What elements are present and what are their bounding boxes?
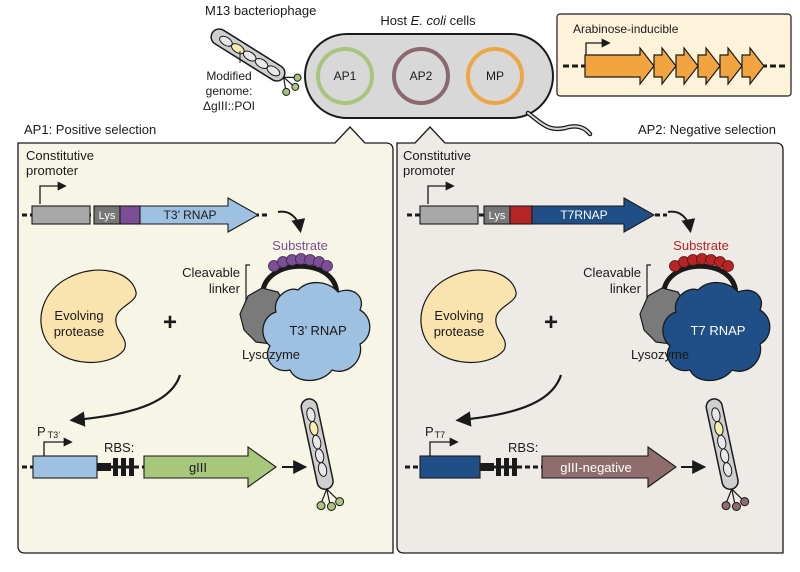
genome-label-line2: genome: <box>206 84 253 98</box>
ap1-substrate-label: Substrate <box>272 238 328 253</box>
genome-label-line1: Modified <box>206 69 251 83</box>
ap2-linker-line1: Cleavable <box>583 265 641 280</box>
ap2-expression-arrow <box>667 210 696 234</box>
ap1-linker-line1: Cleavable <box>182 265 240 280</box>
ap1-rbs-label: RBS: <box>104 440 134 455</box>
plasmid-mp-label: MP <box>486 69 504 83</box>
ap2-protease-line2: protease <box>434 324 485 339</box>
ap2-rnap-protein-shape <box>662 282 771 382</box>
ap1-title: AP1: Positive selection <box>24 122 156 137</box>
ap2-rnap-construct <box>407 181 667 233</box>
ap2-promoter-line1: Constitutive <box>403 148 471 163</box>
m13-phage-icon <box>210 28 302 96</box>
ap2-rnap-protein-label: T7 RNAP <box>691 323 746 338</box>
ap2-protease-shape <box>420 269 517 364</box>
ap2-title: AP2: Negative selection <box>638 122 776 137</box>
ap2-gIII-negative-construct <box>405 437 677 489</box>
ap1-lysozyme-label: Lysozyme <box>242 347 300 362</box>
ap1-protease-line2: protease <box>54 324 105 339</box>
plasmid-ap2-label: AP2 <box>410 69 433 83</box>
ap1-activation-arrow <box>69 374 182 427</box>
phage-label: M13 bacteriophage <box>205 3 316 18</box>
genome-label-line3: ΔgIII::POI <box>203 99 255 113</box>
plasmid-ap1-label: AP1 <box>334 69 357 83</box>
ap2-substrate-beads <box>669 253 734 272</box>
ap1-expression-arrow <box>277 210 306 234</box>
plasmid-mp <box>466 47 524 105</box>
ap1-lys-label: Lys <box>99 210 116 222</box>
ap1-progeny-phage-icon <box>300 398 345 511</box>
ap1-promoter-line2: promoter <box>26 163 79 178</box>
ap2-linker-line2: linker <box>610 281 642 296</box>
ap1-protease-line1: Evolving <box>54 308 103 323</box>
ap2-linker <box>661 263 739 301</box>
ap2-lysozyme-label: Lysozyme <box>631 347 689 362</box>
ap1-plus-sign: + <box>163 309 177 336</box>
ap2-activation-arrow <box>455 374 563 427</box>
ap1-linker-line2: linker <box>209 281 241 296</box>
ap2-progeny-phage-icon <box>705 398 750 511</box>
ap1-substrate-beads <box>268 253 333 272</box>
ap2-protease-line1: Evolving <box>434 308 483 323</box>
ap2-plus-sign: + <box>544 309 558 336</box>
ap2-lys-label: Lys <box>489 210 506 222</box>
ap1-promoter-line1: Constitutive <box>26 148 94 163</box>
host-cell <box>304 33 554 119</box>
ap2-gIII-negative-label: gIII-negative <box>560 460 632 475</box>
ap1-rnap-protein-label: T3’ RNAP <box>289 323 346 338</box>
ap2-promoter-line2: promoter <box>403 163 456 178</box>
ap1-protease-shape <box>40 269 137 364</box>
ap1-rnap-construct <box>22 181 268 233</box>
ap2-promoter-p: PT7 <box>425 424 445 440</box>
plasmid-ap2 <box>392 47 450 105</box>
ap1-gIII-construct <box>22 437 277 489</box>
plasmid-ap1 <box>316 47 374 105</box>
arabinose-dna <box>563 38 787 86</box>
ap1-rnap-protein-shape <box>262 282 371 382</box>
host-cell-label: Host E. coli cells <box>380 13 476 28</box>
ap2-rbs-label: RBS: <box>508 440 538 455</box>
arabinose-label: Arabinose-inducible <box>573 22 679 36</box>
ap1-rnap-gene-label: T3’ RNAP <box>164 208 217 222</box>
ap1-gIII-label: gIII <box>189 460 207 475</box>
cell-flagellum <box>525 110 593 137</box>
ap2-substrate-label: Substrate <box>673 238 729 253</box>
ap1-linker <box>260 263 339 301</box>
ap1-panel <box>17 126 394 554</box>
ap2-panel <box>396 126 784 554</box>
ap2-rnap-gene-label: T7RNAP <box>560 208 607 222</box>
